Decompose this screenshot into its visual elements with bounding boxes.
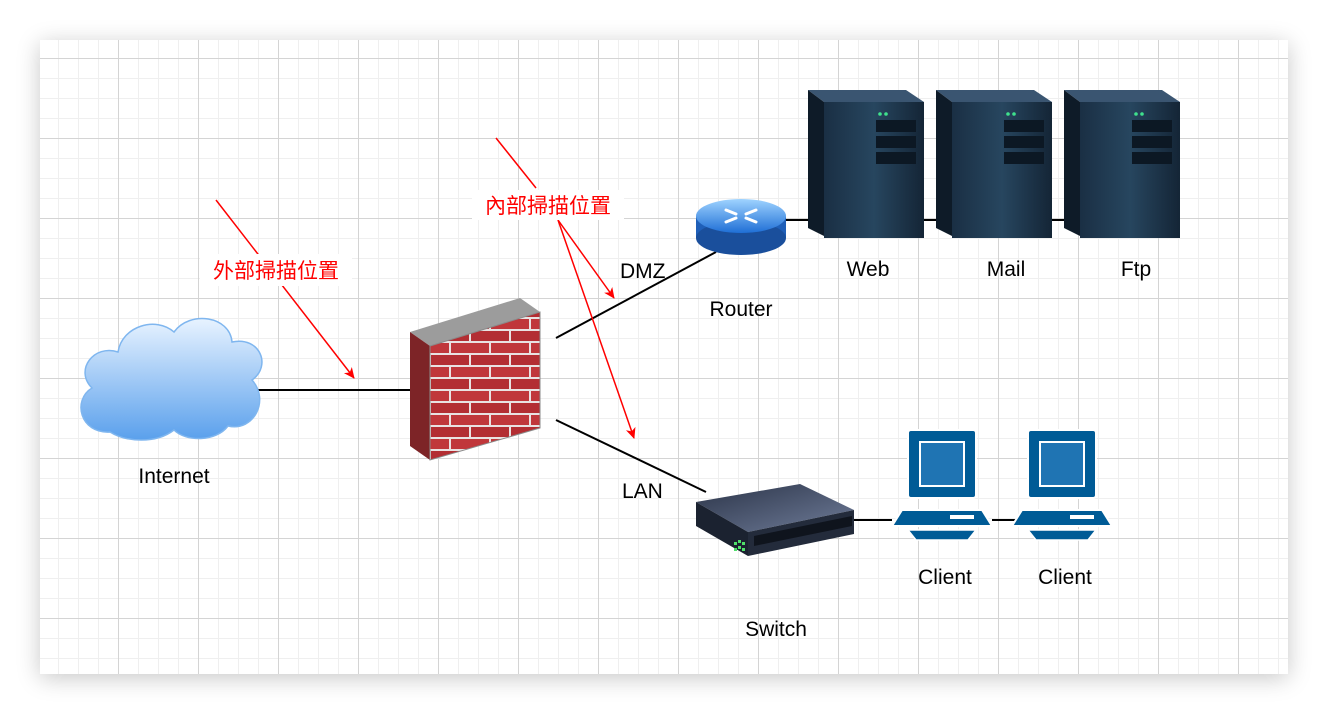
server-mail-label: Mail <box>987 258 1026 281</box>
server-icon <box>808 90 924 238</box>
client-1-label: Client <box>918 566 972 589</box>
router-icon <box>696 199 786 255</box>
server-icon <box>1064 90 1180 238</box>
client-2: Client <box>1010 429 1114 589</box>
internal-scan-arrow-dmz <box>557 219 615 299</box>
desktop-computer-icon <box>1010 429 1114 541</box>
link-firewall-router <box>555 251 717 339</box>
internet-label: Internet <box>138 465 209 488</box>
client-2-label: Client <box>1038 566 1092 589</box>
external-scan-annotation: 外部掃描位置 <box>200 199 355 379</box>
client-1: Client <box>890 429 994 589</box>
router-label: Router <box>709 298 772 321</box>
lan-label: LAN <box>622 480 663 503</box>
switch-label: Switch <box>745 618 807 641</box>
server-ftp-label: Ftp <box>1121 258 1151 281</box>
internal-scan-annotation: 內部掃描位置 <box>472 137 636 439</box>
internal-scan-label: 內部掃描位置 <box>485 194 611 218</box>
server-ftp: Ftp <box>1064 90 1180 281</box>
external-scan-label: 外部掃描位置 <box>213 259 339 283</box>
cloud-icon <box>80 317 263 441</box>
diagram-canvas: Internet Router Web <box>40 40 1288 674</box>
dmz-label: DMZ <box>620 260 666 283</box>
external-scan-arrow <box>215 199 355 379</box>
server-icon <box>936 90 1052 238</box>
firewall-icon <box>410 298 541 461</box>
server-web: Web <box>808 90 924 281</box>
desktop-computer-icon <box>890 429 994 541</box>
link-firewall-switch <box>555 419 707 493</box>
server-mail: Mail <box>936 90 1052 281</box>
internal-scan-arrow-lan <box>557 219 636 439</box>
network-diagram: Internet Router Web <box>80 90 1180 641</box>
server-web-label: Web <box>847 258 890 281</box>
switch-icon <box>696 484 854 556</box>
